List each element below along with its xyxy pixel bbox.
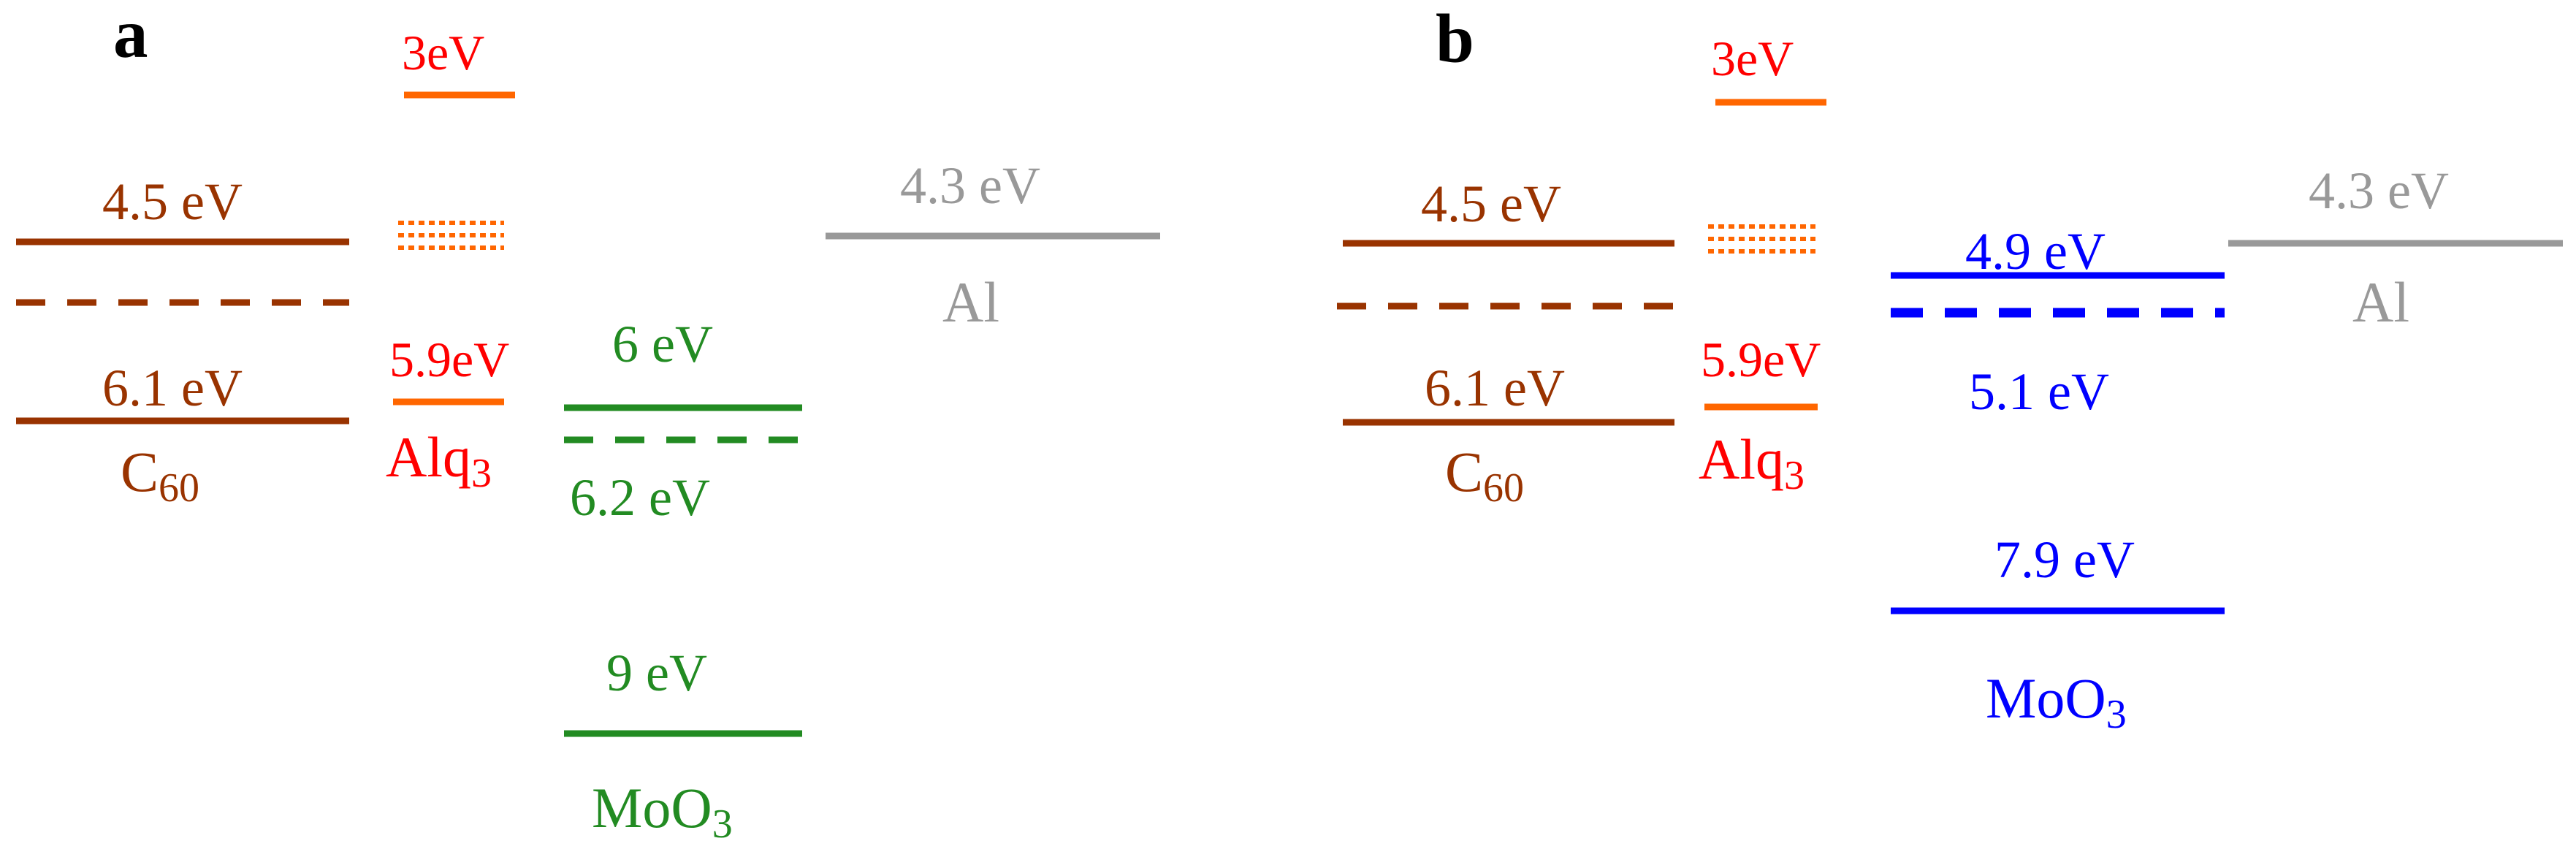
panel-a-moo3-level1-label: 6 eV xyxy=(612,315,713,373)
panel-a-al: 4.3 eV Al xyxy=(826,156,1160,334)
panel-b-al-name: Al xyxy=(2352,270,2409,334)
panel-b-moo3-level2-label: 5.1 eV xyxy=(1969,362,2109,421)
panel-b-c60: 4.5 eV 6.1 eV C60 xyxy=(1337,175,1674,511)
panel-b-label: b xyxy=(1436,0,1474,77)
panel-b-moo3-level3-label: 7.9 eV xyxy=(1994,530,2135,589)
panel-a-alq3: 3eV 5.9eV Alq3 xyxy=(386,25,515,496)
panel-b-c60-lumo-label: 4.5 eV xyxy=(1421,175,1561,233)
panel-b-moo3: 4.9 eV 5.1 eV 7.9 eV MoO3 xyxy=(1891,222,2225,737)
panel-b-moo3-level1-label: 4.9 eV xyxy=(1965,222,2106,281)
panel-a-label: a xyxy=(113,0,148,72)
panel-b-alq3-name: Alq3 xyxy=(1699,427,1805,498)
panel-b-al: 4.3 eV Al xyxy=(2228,161,2563,334)
panel-b-c60-homo-label: 6.1 eV xyxy=(1425,359,1565,417)
panel-a-alq3-homo-label: 5.9eV xyxy=(389,332,509,387)
panel-b-alq3: 3eV 5.9eV Alq3 xyxy=(1699,31,1826,498)
panel-a-moo3-name: MoO3 xyxy=(592,776,733,847)
panel-b-alq3-homo-label: 5.9eV xyxy=(1701,332,1821,387)
panel-a-c60-homo-label: 6.1 eV xyxy=(102,359,243,417)
panel-a-alq3-lumo-label: 3eV xyxy=(402,25,484,80)
panel-a-al-level-label: 4.3 eV xyxy=(900,156,1040,215)
panel-b-al-level-label: 4.3 eV xyxy=(2309,161,2449,220)
panel-a-c60: 4.5 eV 6.1 eV C60 xyxy=(16,172,349,511)
panel-b-c60-name: C60 xyxy=(1445,440,1524,511)
panel-b-alq3-lumo-label: 3eV xyxy=(1711,31,1794,86)
panel-a-al-name: Al xyxy=(942,270,999,334)
panel-a-c60-lumo-label: 4.5 eV xyxy=(102,172,243,231)
panel-b-moo3-name: MoO3 xyxy=(1986,666,2127,737)
panel-a: a 4.5 eV 6.1 eV C60 3eV 5.9eV Alq3 6 eV xyxy=(16,0,1160,847)
panel-b: b 4.5 eV 6.1 eV C60 3eV 5.9eV Alq3 4.9 e… xyxy=(1337,0,2563,737)
panel-a-alq3-name: Alq3 xyxy=(386,425,492,496)
panel-a-moo3: 6 eV 6.2 eV 9 eV MoO3 xyxy=(564,315,802,847)
panel-a-moo3-level3-label: 9 eV xyxy=(606,644,707,702)
panel-a-moo3-level2-label: 6.2 eV xyxy=(570,468,710,527)
panel-a-c60-name: C60 xyxy=(121,440,199,511)
